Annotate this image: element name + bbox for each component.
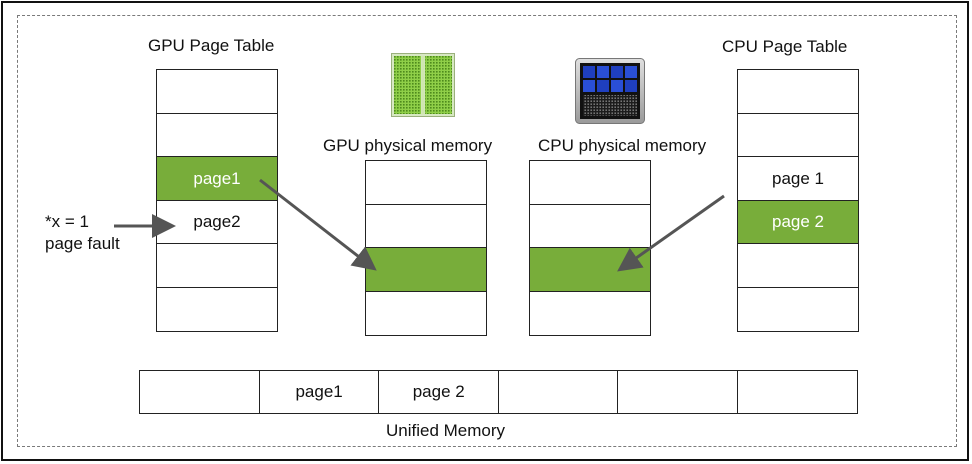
write-annotation: *x = 1 (45, 212, 89, 231)
unified-memory-page (139, 370, 260, 414)
cpu-mapping-arrow (617, 194, 725, 272)
unified-memory-page1: page1 (258, 370, 380, 414)
cpu-page-table-title: CPU Page Table (722, 37, 848, 56)
cpu-memory-frame (529, 203, 651, 249)
gpu-page-table-entry-page1: page1 (156, 156, 278, 202)
cpu-page-table-entry (737, 69, 859, 114)
gpu-page-table-entry (156, 287, 278, 333)
gpu-page-table-title: GPU Page Table (148, 36, 275, 55)
gpu-memory-frame (365, 203, 487, 249)
cpu-physical-memory-title: CPU physical memory (538, 136, 707, 155)
unified-memory-page (617, 370, 739, 414)
cpu-physical-memory (529, 160, 651, 336)
unified-memory-page2: page 2 (378, 370, 500, 414)
cpu-page-table-entry-page1: page 1 (737, 156, 859, 202)
cpu-memory-frame (529, 160, 651, 205)
unified-memory-page (497, 370, 619, 414)
page-fault-annotation: page fault (45, 234, 120, 253)
unified-memory-page (737, 370, 859, 414)
unified-memory-title: Unified Memory (386, 421, 506, 440)
gpu-memory-frame (365, 290, 487, 336)
gpu-page-table-entry (156, 243, 278, 289)
gpu-page-table-entry (156, 112, 278, 158)
gpu-memory-frame (365, 160, 487, 205)
cpu-page-table: page 1 page 2 (737, 69, 859, 333)
gpu-mapping-arrow (259, 178, 377, 271)
cpu-chip-icon (575, 58, 645, 124)
gpu-chip-icon (391, 53, 455, 117)
gpu-page-table: page1 page2 (156, 69, 278, 333)
diagram-boundary (17, 15, 957, 447)
gpu-physical-memory-title: GPU physical memory (323, 136, 493, 155)
gpu-physical-memory (365, 160, 487, 336)
unified-memory: page1 page 2 (139, 370, 865, 414)
cpu-memory-frame (529, 290, 651, 336)
cpu-page-table-entry (737, 287, 859, 333)
gpu-page-table-entry-page2: page2 (156, 199, 278, 245)
gpu-page-table-entry (156, 69, 278, 114)
